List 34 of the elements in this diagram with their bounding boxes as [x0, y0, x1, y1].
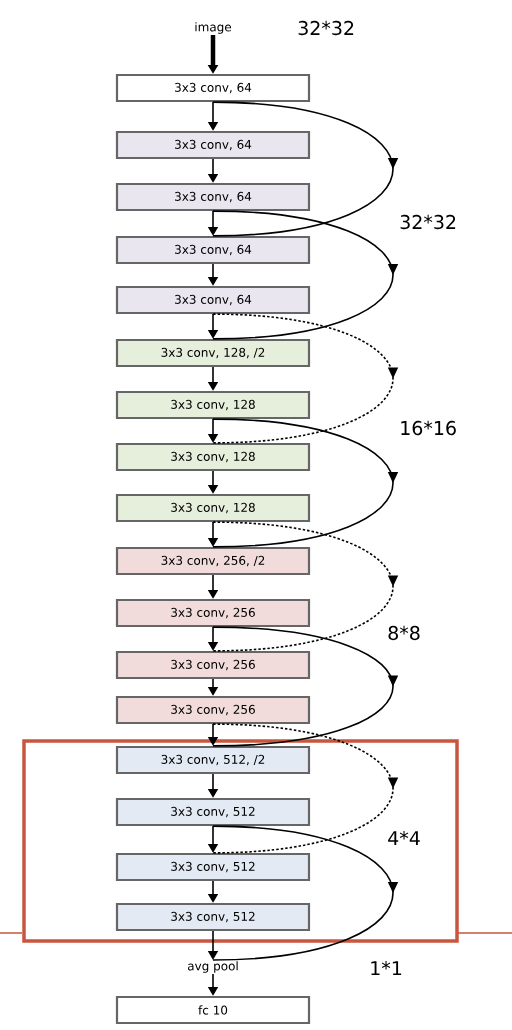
layer-label: image [195, 22, 232, 34]
skip-connection-arrow [212, 418, 399, 548]
layer-box: 3x3 conv, 128 [115, 493, 311, 523]
skip-connection-arrow [212, 825, 399, 961]
layer-box: 3x3 conv, 256 [115, 598, 311, 628]
layer-box: 3x3 conv, 256, /2 [115, 546, 311, 576]
size-label: 16*16 [401, 420, 456, 436]
layer-box: 3x3 conv, 512 [115, 902, 311, 932]
layer-box: 3x3 conv, 256 [115, 650, 311, 680]
skip-connection-arrow [212, 626, 399, 747]
layer-box: fc 10 [115, 995, 311, 1025]
layer-box: 3x3 conv, 64 [115, 182, 311, 212]
layer-box: 3x3 conv, 512 [115, 852, 311, 882]
layer-box: 3x3 conv, 128 [115, 442, 311, 472]
skip-connection-arrow [212, 723, 399, 854]
layer-box: 3x3 conv, 256 [115, 695, 311, 725]
skip-connection-arrow [212, 210, 399, 340]
skip-connection-arrow [212, 521, 399, 652]
size-label: 8*8 [388, 625, 420, 641]
size-label: 1*1 [371, 960, 402, 976]
size-label: 32*32 [400, 214, 456, 230]
layer-box: 3x3 conv, 512 [115, 797, 311, 827]
layer-box: 3x3 conv, 64 [115, 285, 311, 315]
size-label: 32*32 [298, 20, 354, 36]
skip-connection-arrow [212, 313, 399, 444]
layer-box: 3x3 conv, 64 [115, 130, 311, 160]
layer-box: 3x3 conv, 64 [115, 235, 311, 265]
layer-label: avg pool [187, 961, 238, 973]
layer-box: 3x3 conv, 512, /2 [115, 745, 311, 775]
layer-box: 3x3 conv, 128, /2 [115, 338, 311, 368]
size-label: 4*4 [388, 830, 420, 846]
skip-connection-arrow [212, 101, 399, 237]
layer-box: 3x3 conv, 128 [115, 390, 311, 420]
layer-box: 3x3 conv, 64 [115, 73, 311, 103]
